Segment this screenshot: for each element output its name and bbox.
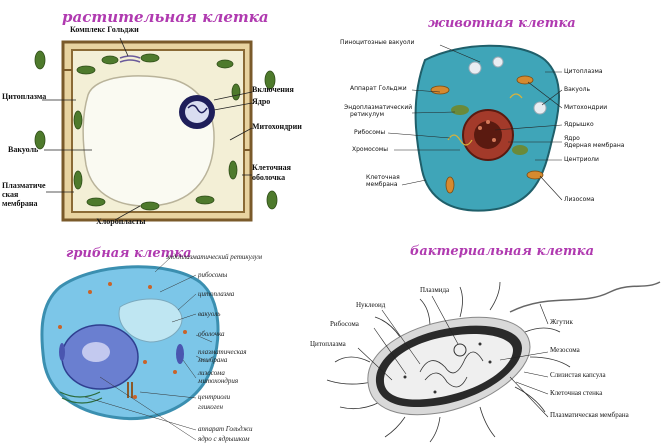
fungal-label-mito: митохондрия — [198, 378, 238, 385]
animal-label-golgi: Аппарат Гольджи — [350, 86, 407, 92]
fungal-cell-illustration — [0, 232, 320, 448]
fungal-cell-panel: грибная клетка эндоплазматический ретику… — [0, 232, 320, 448]
bacterial-label-wall: Клеточная стенка — [550, 390, 602, 397]
plant-label-vacuole: Вакуоль — [8, 146, 38, 154]
animal-label-membrane-2: мембрана — [366, 182, 398, 188]
bacterial-label-nucleoid: Нуклеоид — [356, 302, 385, 309]
plant-label-cytoplasm: Цитоплазма — [2, 93, 46, 101]
plant-label-wall-2: оболочка — [252, 174, 285, 182]
fungal-label-glycogen: гликоген — [198, 404, 223, 411]
animal-label-chromosomes: Хромосомы — [352, 147, 388, 153]
animal-cell-panel: животная клетка — [330, 0, 663, 230]
animal-label-nucleolus: Ядрышко — [564, 122, 594, 128]
fungal-label-vacuole: вакуоль — [198, 311, 220, 318]
plant-label-membrane-3: мембрана — [2, 200, 38, 208]
bacterial-cell-panel: бактериальная клетка — [310, 232, 663, 448]
animal-label-centrioles: Центриоли — [564, 157, 599, 163]
animal-label-vacuole: Вакуоль — [564, 87, 590, 93]
plant-cell-panel: растительная клетка — [0, 0, 320, 230]
plant-label-golgi: Комплекс Гольджи — [70, 26, 139, 34]
animal-label-ribosomes: Рибосомы — [354, 130, 385, 136]
bacterial-label-capsule: Слизистая капсула — [550, 372, 606, 379]
plant-label-mito: Митохондрии — [252, 123, 302, 131]
fungal-label-golgi: аппарат Гольджи — [198, 426, 253, 433]
plant-label-inclusions: Включения — [252, 86, 294, 94]
bacterial-label-mesosome: Мезосома — [550, 347, 580, 354]
fungal-label-cytoplasm: цитоплазма — [198, 291, 234, 298]
fungal-label-er: эндоплазматический ретикулум — [166, 254, 262, 261]
bacterial-label-membrane: Плазматическая мембрана — [550, 412, 629, 419]
bacterial-label-plasmid: Плазмида — [420, 287, 449, 294]
plant-label-wall-1: Клеточная — [252, 164, 291, 172]
plant-label-chloroplasts: Хлоропласты — [96, 218, 146, 226]
animal-label-lysosome: Лизосома — [564, 197, 594, 203]
bacterial-label-ribosome: Рибосома — [330, 321, 359, 328]
plant-cell-illustration — [0, 0, 320, 230]
animal-label-er-2: ретикулум — [350, 112, 384, 118]
fungal-label-ribosomes: рибосомы — [198, 272, 227, 279]
plant-label-nucleus: Ядро — [252, 98, 270, 106]
bacterial-label-flagellum: Жгутик — [550, 319, 573, 326]
animal-label-nuclear-membrane: Ядерная мембрана — [564, 143, 624, 149]
fungal-label-membrane-2: мембрана — [198, 357, 227, 364]
bacterial-label-cytoplasm: Цитоплазма — [310, 341, 346, 348]
animal-label-mito: Митохондрии — [564, 105, 607, 111]
animal-label-cytoplasm: Цитоплазма — [564, 69, 603, 75]
fungal-label-nucleus: ядро с ядрышком — [198, 436, 249, 443]
fungal-label-shell: оболочка — [198, 331, 225, 338]
fungal-label-centrioles: центриоли — [198, 394, 230, 401]
animal-label-pinocytic: Пиноцитозные вакуоли — [340, 40, 414, 46]
